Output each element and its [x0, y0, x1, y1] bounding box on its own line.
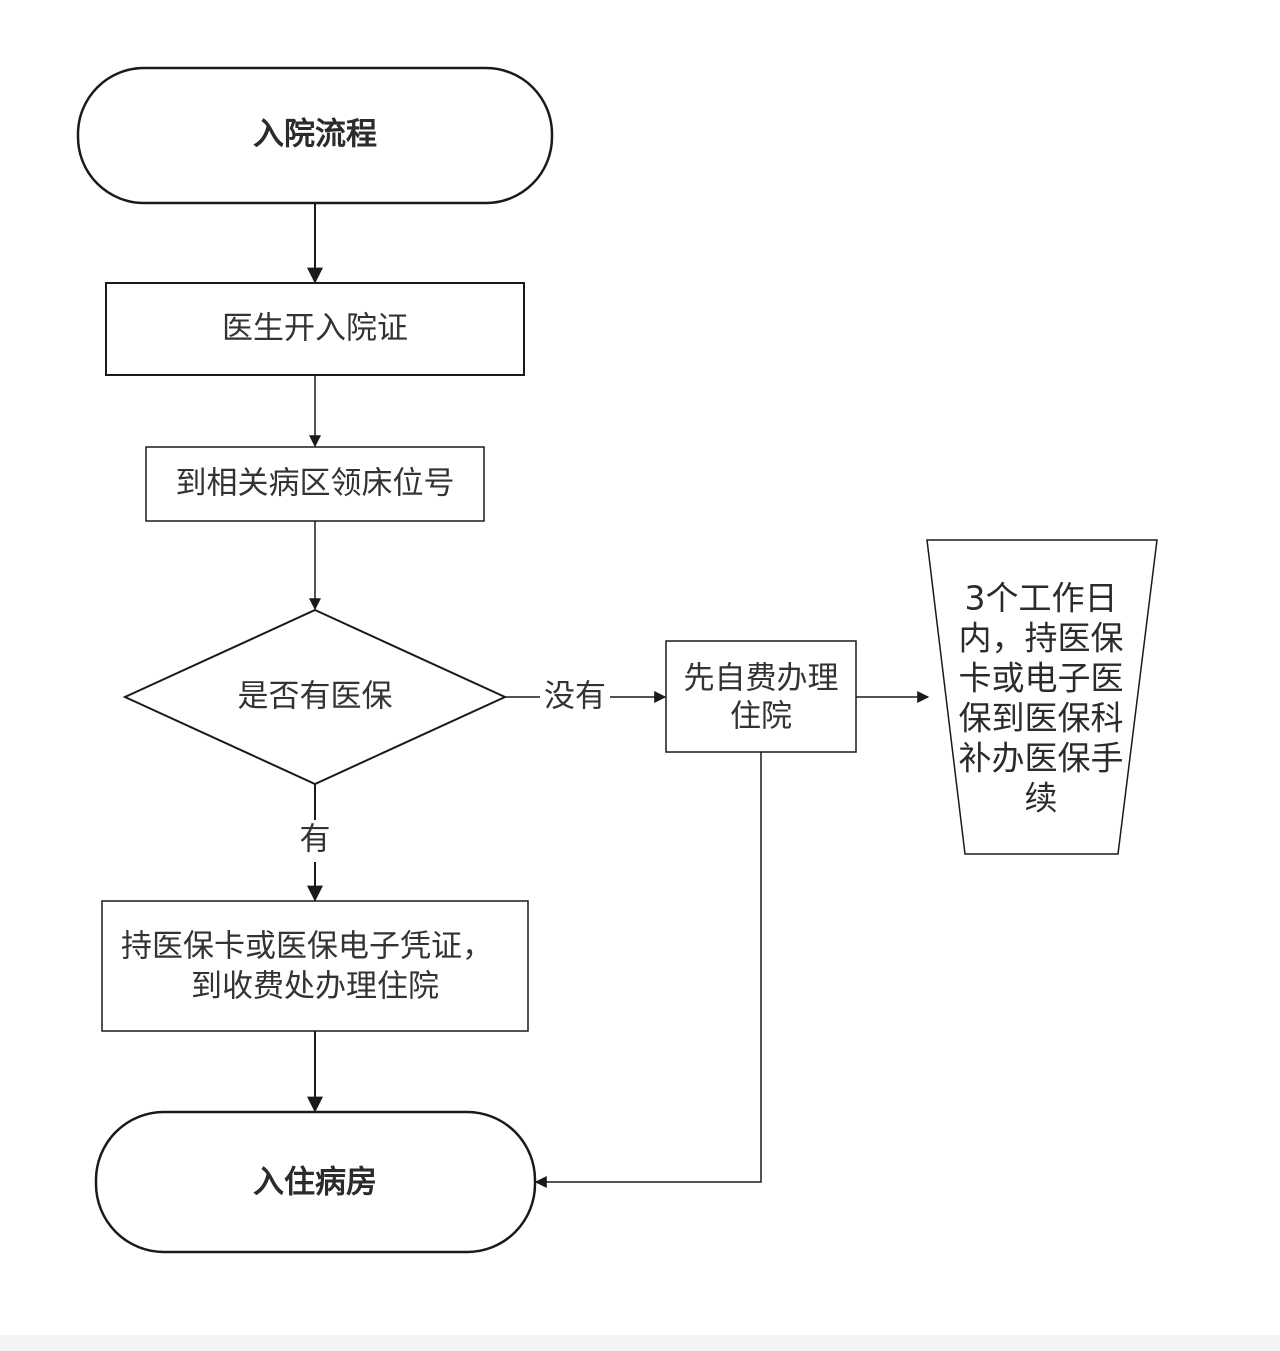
note-line-5: 补办医保手 — [959, 739, 1124, 778]
self-pay-label-line-2: 住院 — [730, 699, 792, 735]
note-line-4: 保到医保科 — [959, 699, 1124, 738]
bottom-band — [0, 1335, 1280, 1351]
step-doctor-admission-label: 医生开入院证 — [222, 311, 408, 347]
note-line-1: 3个工作日 — [965, 579, 1118, 618]
end-label: 入住病房 — [253, 1165, 377, 1201]
edge-label-yes: 有 — [300, 822, 331, 858]
start-label: 入院流程 — [253, 117, 377, 153]
note-line-6: 续 — [1025, 779, 1058, 818]
start-terminator: 入院流程 — [76, 66, 554, 205]
self-pay-label-line-1: 先自费办理 — [684, 661, 839, 697]
note-line-3: 卡或电子医 — [959, 659, 1124, 698]
decision-insurance-diamond: 是否有医保 — [122, 608, 508, 786]
arrow-self-pay-to-end — [534, 752, 762, 1188]
self-pay-box: 先自费办理 住院 — [665, 640, 857, 753]
insurance-admission-line-1: 持医保卡或医保电子凭证， — [121, 929, 493, 965]
step-bed-number-label: 到相关病区领床位号 — [176, 466, 455, 502]
step-doctor-admission-box: 医生开入院证 — [105, 282, 525, 376]
edge-label-no: 没有 — [544, 679, 606, 715]
end-terminator: 入住病房 — [94, 1110, 537, 1254]
insurance-admission-line-2: 到收费处办理住院 — [191, 969, 439, 1005]
note-trapezoid: 3个工作日 内，持医保 卡或电子医 保到医保科 补办医保手 续 — [926, 539, 1158, 855]
step-bed-number-box: 到相关病区领床位号 — [145, 446, 485, 522]
insurance-admission-box: 持医保卡或医保电子凭证， 到收费处办理住院 — [101, 900, 529, 1032]
note-line-2: 内，持医保 — [959, 619, 1124, 658]
decision-insurance-label: 是否有医保 — [238, 679, 393, 715]
